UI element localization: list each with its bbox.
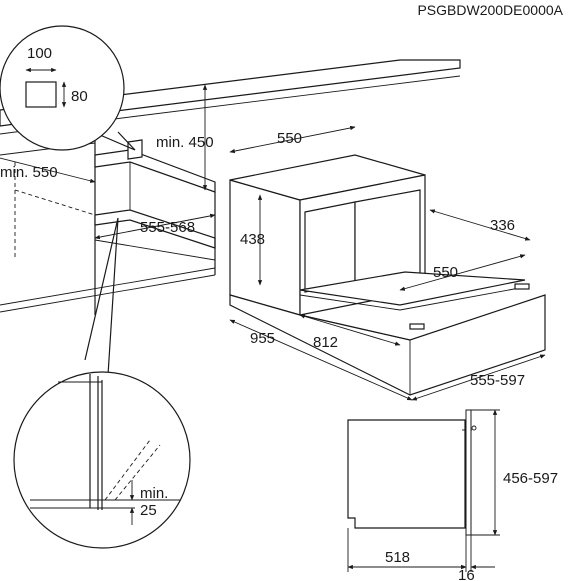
bottom-detail-callout bbox=[13, 217, 191, 549]
side-depth-518: 518 bbox=[385, 549, 410, 566]
min-450-label: min. 450 bbox=[156, 134, 214, 151]
appliance-height-438: 438 bbox=[240, 231, 265, 248]
appliance-width-550: 550 bbox=[277, 130, 302, 147]
detail-gap-25: 25 bbox=[140, 502, 157, 519]
detail-width-100: 100 bbox=[27, 45, 52, 62]
appliance-isometric bbox=[229, 125, 546, 401]
side-front-16: 16 bbox=[458, 567, 475, 581]
top-detail-callout bbox=[0, 25, 136, 151]
niche-width-555-597: 555-597 bbox=[470, 372, 525, 389]
drawer-depth-550: 550 bbox=[433, 264, 458, 281]
detail-min-label: min. bbox=[140, 485, 168, 502]
detail-height-80: 80 bbox=[71, 88, 88, 105]
min-550-label: min. 550 bbox=[0, 164, 58, 181]
inner-depth-336: 336 bbox=[490, 217, 515, 234]
side-height-456-597: 456-597 bbox=[503, 470, 558, 487]
total-depth-955: 955 bbox=[250, 330, 275, 347]
side-view bbox=[347, 409, 500, 572]
model-code: PSGBDW200DE0000A bbox=[417, 2, 563, 18]
drawer-open-812: 812 bbox=[313, 334, 338, 351]
width-555-568-label: 555-568 bbox=[140, 219, 195, 236]
